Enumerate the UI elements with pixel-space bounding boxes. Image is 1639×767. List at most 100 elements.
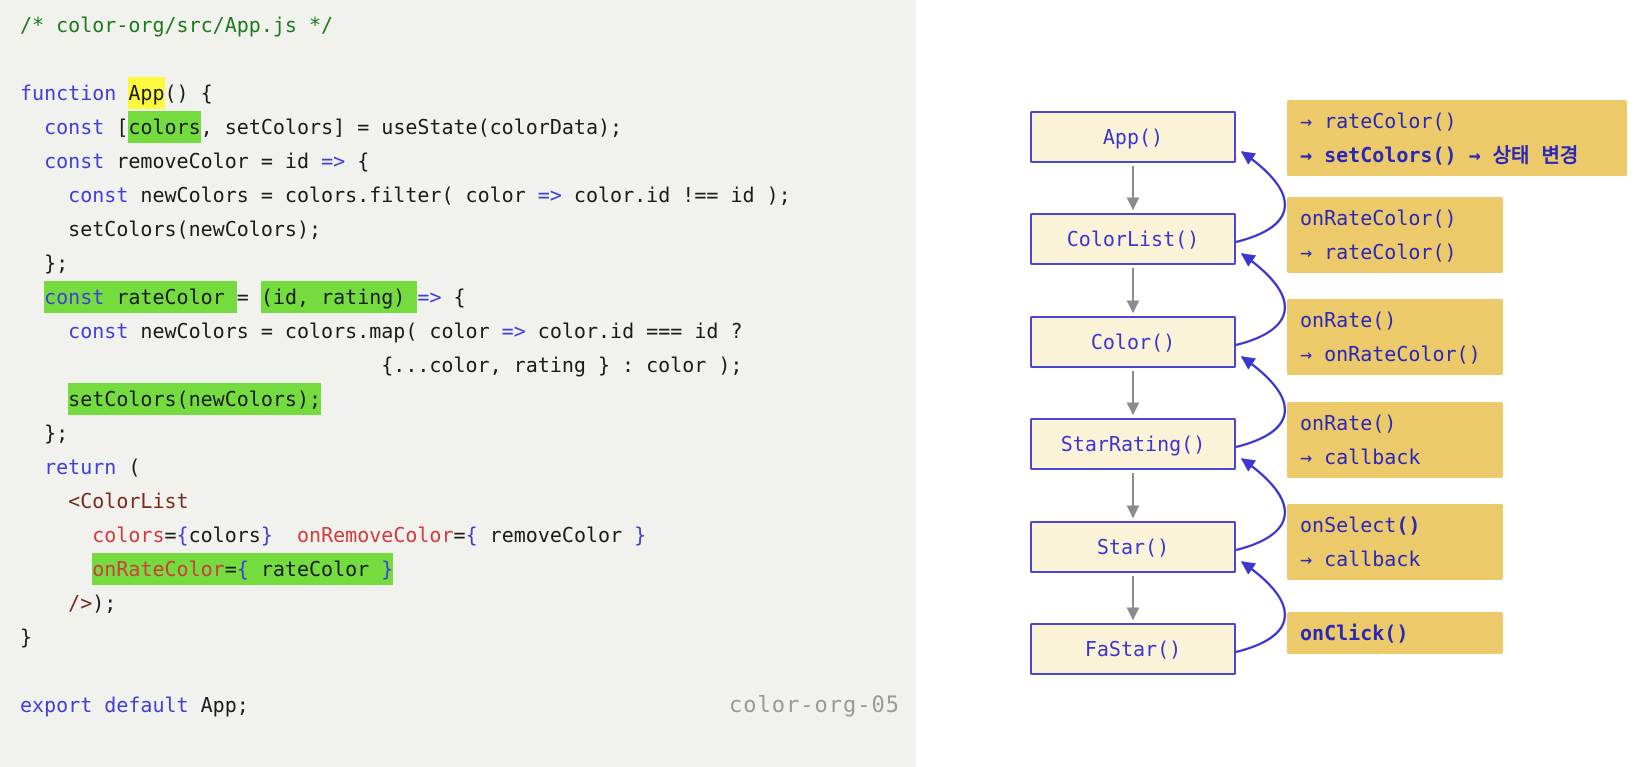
- code-line: setColors(newColors);: [20, 382, 916, 416]
- code-line: export default App;: [20, 688, 916, 722]
- note-text: → callback: [1300, 445, 1421, 469]
- code-line: }: [20, 620, 916, 654]
- note-text: onSelect: [1300, 513, 1397, 537]
- code-token: {: [176, 523, 189, 547]
- component-box: ColorList(): [1030, 213, 1236, 265]
- code-line: [20, 42, 916, 76]
- code-line: const removeColor = id => {: [20, 144, 916, 178]
- code-token: =>: [501, 319, 526, 343]
- code-line: [20, 654, 916, 688]
- note-line: → onRateColor(): [1300, 337, 1490, 371]
- code-token: setColors(newColors);: [20, 217, 322, 241]
- note-line: onRate(): [1300, 303, 1490, 337]
- code-token: onRateColor: [92, 553, 225, 585]
- code-token: {: [441, 285, 466, 309]
- code-token: =>: [321, 149, 346, 173]
- code-token: =: [453, 523, 466, 547]
- note-box: onClick(): [1287, 612, 1503, 654]
- code-token: [273, 523, 297, 547]
- note-line: → callback: [1300, 542, 1490, 576]
- code-token: onRemoveColor: [296, 523, 454, 547]
- code-token: const: [68, 319, 129, 343]
- code-token: rateColor: [248, 553, 382, 585]
- component-box: Star(): [1030, 521, 1236, 573]
- code-line: setColors(newColors);: [20, 212, 916, 246]
- note-text: onClick(): [1300, 621, 1409, 645]
- code-token: <ColorList: [68, 489, 189, 513]
- code-token: const: [44, 281, 105, 313]
- code-token: };: [20, 421, 69, 445]
- code-token: newColors = colors.map( color: [128, 319, 502, 343]
- code-token: {: [465, 523, 478, 547]
- component-box: App(): [1030, 111, 1236, 163]
- code-token: newColors = colors.filter( color: [128, 183, 538, 207]
- code-token: [20, 149, 44, 173]
- note-line: → rateColor(): [1300, 104, 1614, 138]
- code-token: [20, 455, 44, 479]
- code-token: App;: [188, 693, 249, 717]
- code-token: {...color, rating } : color );: [20, 353, 743, 377]
- code-token: /* color-org/src/App.js */: [20, 13, 334, 37]
- code-line: const rateColor = (id, rating) => {: [20, 280, 916, 314]
- component-box: Color(): [1030, 316, 1236, 368]
- code-line: };: [20, 246, 916, 280]
- code-token: {: [345, 149, 370, 173]
- code-token: }: [381, 553, 394, 585]
- code-token: }: [260, 523, 273, 547]
- code-token: rateColor: [104, 281, 237, 313]
- code-panel: /* color-org/src/App.js */ function App(…: [0, 0, 916, 767]
- code-token: />: [68, 591, 93, 615]
- code-token: );: [92, 591, 117, 615]
- code-line: return (: [20, 450, 916, 484]
- code-token: App: [128, 77, 165, 109]
- code-token: [20, 285, 44, 309]
- callback-curve-icon: [1235, 151, 1286, 244]
- code-line: function App() {: [20, 76, 916, 110]
- code-token: function: [20, 81, 117, 105]
- code-token: default: [104, 693, 189, 717]
- code-token: }: [20, 625, 33, 649]
- note-text: → onRateColor(): [1300, 342, 1481, 366]
- code-line: /* color-org/src/App.js */: [20, 8, 916, 42]
- code-token: =: [224, 553, 237, 585]
- note-text: → rateColor(): [1300, 109, 1457, 133]
- code-token: setColors(newColors);: [68, 383, 322, 415]
- code-block: /* color-org/src/App.js */ function App(…: [20, 8, 916, 722]
- code-token: const: [44, 149, 105, 173]
- code-token: [92, 693, 104, 717]
- callback-curve-icon: [1235, 356, 1286, 449]
- code-line: colors={colors} onRemoveColor={ removeCo…: [20, 518, 916, 552]
- note-text: onRate(): [1300, 308, 1397, 332]
- code-line: <ColorList: [20, 484, 916, 518]
- note-text: → setColors() → 상태 변경: [1300, 143, 1579, 167]
- code-token: colors: [128, 111, 201, 143]
- code-token: =: [164, 523, 177, 547]
- callback-curve-icon: [1235, 458, 1286, 552]
- note-box: onRate()→ callback: [1287, 402, 1503, 478]
- code-token: color.id === id ?: [525, 319, 743, 343]
- code-token: const: [68, 183, 129, 207]
- code-token: [20, 591, 68, 615]
- callback-curve-icon: [1235, 561, 1286, 654]
- component-box: StarRating(): [1030, 418, 1236, 470]
- code-token: color.id !== id );: [561, 183, 791, 207]
- code-token: removeColor = id: [104, 149, 322, 173]
- code-token: [20, 115, 44, 139]
- note-text: (): [1396, 513, 1421, 537]
- code-token: =>: [537, 183, 562, 207]
- note-text: → callback: [1300, 547, 1421, 571]
- code-token: colors: [188, 523, 261, 547]
- note-line: → callback: [1300, 440, 1490, 474]
- note-box: → rateColor() → setColors() → 상태 변경: [1287, 100, 1627, 176]
- note-line: → rateColor(): [1300, 235, 1490, 269]
- arrow-layer: [1126, 151, 1286, 654]
- code-token: =>: [417, 285, 442, 309]
- note-line: onRateColor(): [1300, 201, 1490, 235]
- code-token: [116, 81, 128, 105]
- code-token: return: [44, 455, 117, 479]
- note-box: onRate() → onRateColor(): [1287, 299, 1503, 375]
- code-line: />);: [20, 586, 916, 620]
- code-token: =: [236, 285, 261, 309]
- code-line: };: [20, 416, 916, 450]
